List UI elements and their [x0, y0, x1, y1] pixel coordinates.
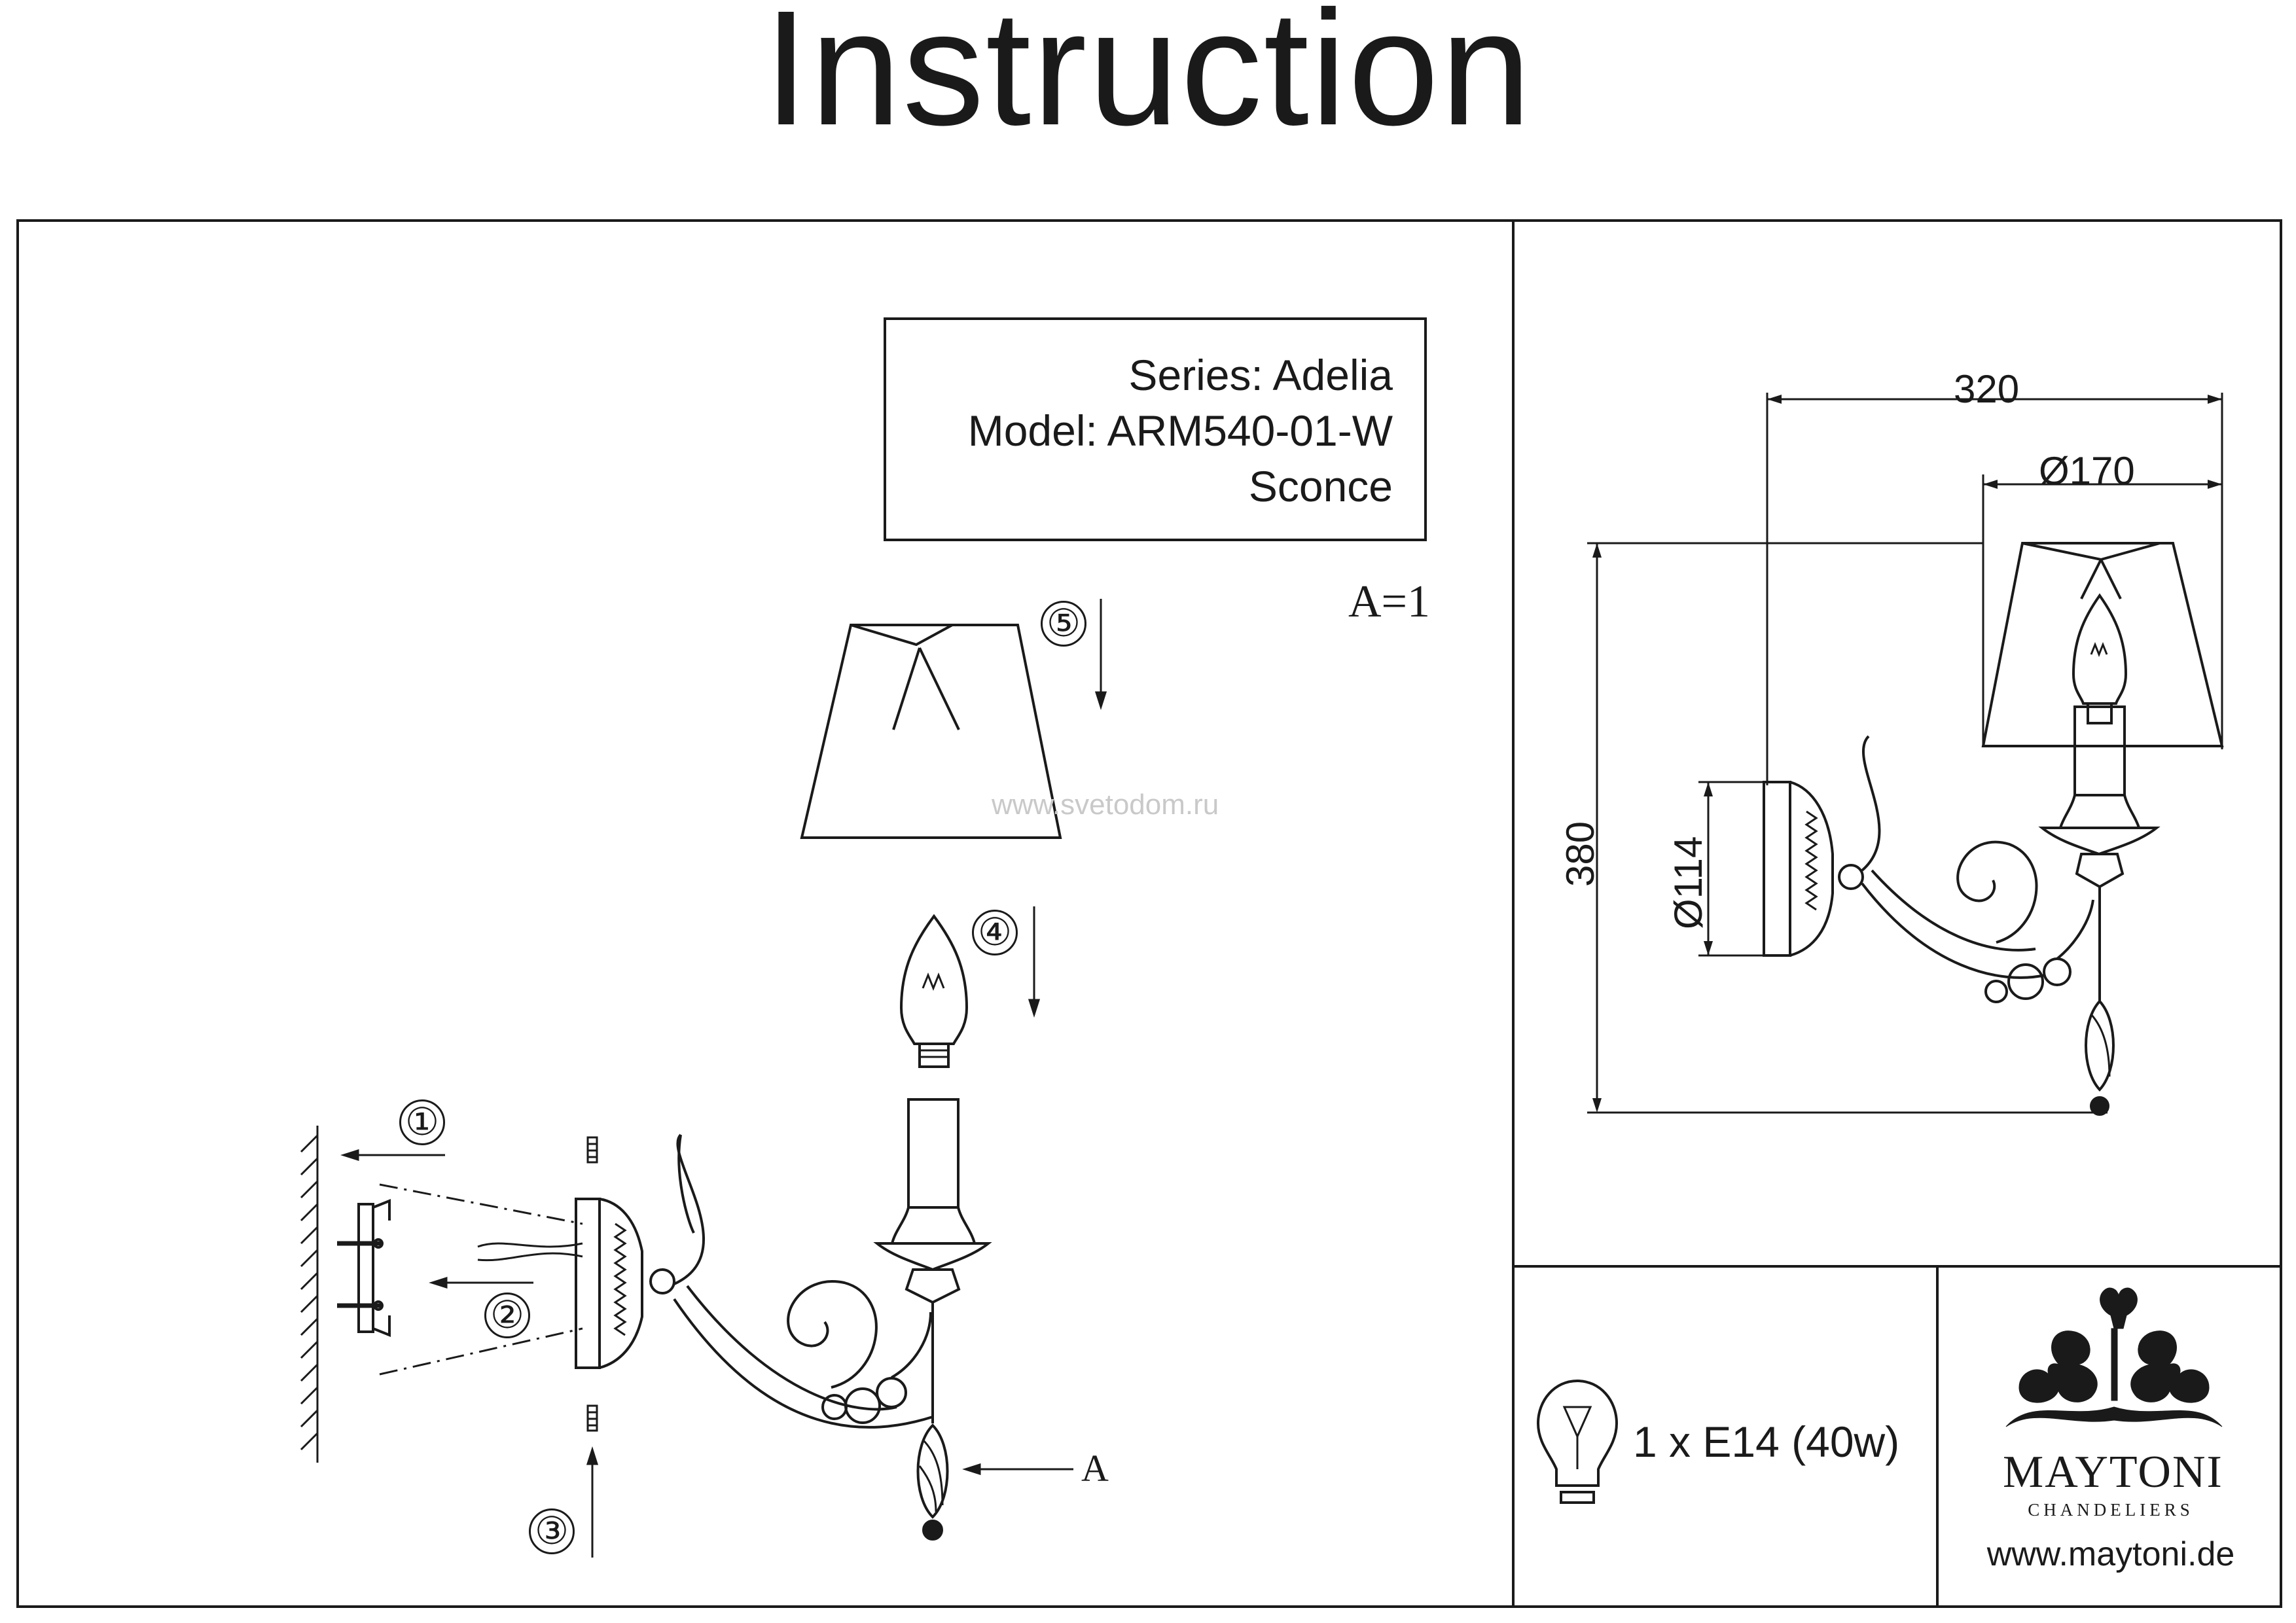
- step-2-marker: ②: [484, 1293, 530, 1338]
- outer-frame: [16, 219, 2282, 1608]
- dimension-arrows: [1592, 395, 2222, 1113]
- dimension-shade-diameter: Ø170: [2039, 449, 2135, 493]
- scale-note: A=1: [1348, 577, 1431, 627]
- watermark: www.svetodom.ru: [992, 789, 1219, 821]
- bulb-icon: [1536, 1379, 1619, 1504]
- shade-exploded: [800, 624, 1062, 839]
- dimension-width: 320: [1954, 367, 2020, 411]
- dimension-height: 380: [1558, 821, 1602, 887]
- page-title: Instruction: [763, 0, 1533, 159]
- mounting-bracket: [337, 1199, 391, 1337]
- bulb-spec: 1 x E14 (40w): [1633, 1418, 1900, 1466]
- maytoni-ornament-logo: [2005, 1287, 2223, 1427]
- product-type-label: Sconce: [1248, 462, 1393, 510]
- brand-website: www.maytoni.de: [1986, 1535, 2235, 1573]
- sconce-exploded: [575, 1098, 992, 1541]
- bulb-exploded: [899, 914, 969, 1068]
- step-5-marker: ⑤: [1041, 601, 1086, 647]
- model-label: Model: ARM540-01-W: [967, 406, 1393, 455]
- screws: [586, 1136, 598, 1432]
- step-4-marker: ④: [972, 910, 1018, 955]
- detail-label-a: A: [1081, 1447, 1109, 1489]
- wall-hatching: [300, 1126, 319, 1463]
- series-label: Series: Adelia: [1128, 351, 1393, 399]
- step-1-marker: ①: [399, 1099, 445, 1145]
- brand-name: MAYTONI: [2003, 1447, 2223, 1497]
- arrows: [340, 599, 1107, 1558]
- dimension-lines: [1587, 393, 2223, 1114]
- dimension-base-diameter: Ø114: [1666, 836, 1710, 929]
- assembly-guide-lines: [379, 1183, 583, 1376]
- sconce-assembled: [1763, 542, 2224, 1116]
- step-3-marker: ③: [529, 1508, 575, 1554]
- brand-subtitle: CHANDELIERS: [2028, 1500, 2194, 1520]
- product-info-box: Series: Adelia Model: ARM540-01-W Sconce: [884, 317, 1427, 541]
- wall-wires: [477, 1242, 583, 1262]
